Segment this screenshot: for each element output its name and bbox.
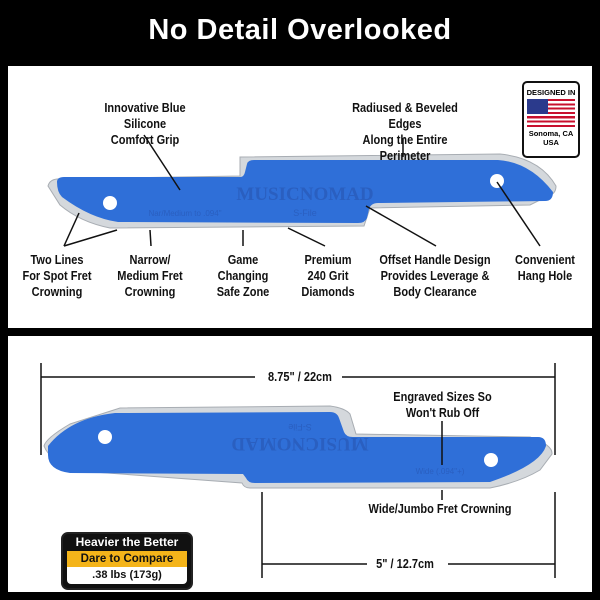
label-text: Offset Handle Design Provides Leverage &… (379, 253, 491, 299)
engraving-model: S-File (288, 422, 312, 432)
fret-file-bottom: MUSICNOMAD S-File Wide (.094"+) (43, 405, 553, 489)
wide-jumbo-label: Wide/Jumbo Fret Crowning (368, 502, 512, 516)
engraving-size: Wide (.094"+) (416, 467, 465, 476)
badge-location-text: Sonoma, CA USA (528, 129, 574, 147)
dimension-lines (40, 363, 556, 578)
total-length-label: 8.75" / 22cm (268, 370, 332, 384)
engraving-size: Nar/Medium to .094" (148, 209, 221, 218)
engraving-brand: MUSICNOMAD (231, 433, 368, 454)
label-text: Narrow/ Medium Fret Crowning (117, 253, 183, 299)
badge-top-text: DESIGNED IN (526, 88, 576, 97)
blue-grip (48, 412, 546, 483)
designed-in-usa-badge: DESIGNED IN Sonoma, CA USA (522, 81, 580, 158)
weight-badge-tagline: Dare to Compare (67, 551, 187, 567)
page-title: No Detail Overlooked (148, 14, 452, 46)
blue-grip (57, 160, 553, 223)
label-narrow: Narrow/ Medium Fret Crowning (110, 252, 189, 300)
weight-badge-heading: Heavier the Better (75, 535, 179, 549)
label-grip: Innovative Blue Silicone Comfort Grip (83, 100, 206, 148)
us-flag-icon (527, 99, 575, 127)
hang-hole (103, 196, 117, 210)
label-premium: Premium 240 Grit Diamonds (293, 252, 363, 300)
label-text: Game Changing Safe Zone (216, 253, 270, 299)
hang-hole (484, 453, 498, 467)
engraved-sizes-label: Engraved Sizes So Won't Rub Off (383, 389, 502, 421)
callout-lines (63, 134, 541, 247)
label-text: Radiused & Beveled Edges Along the Entir… (352, 101, 458, 163)
handle-length-label: 5" / 12.7cm (376, 557, 434, 571)
label-two-lines: Two Lines For Spot Fret Crowning (17, 252, 96, 300)
label-hang-hole: Convenient Hang Hole (510, 252, 580, 284)
weight-value: .38 lbs (173g) (67, 567, 187, 584)
label-safe-zone: Game Changing Safe Zone (208, 252, 278, 300)
label-edges: Radiused & Beveled Edges Along the Entir… (339, 100, 471, 164)
label-text: Convenient Hang Hole (515, 253, 575, 283)
engraving-model: S-File (293, 208, 317, 218)
label-offset: Offset Handle Design Provides Leverage &… (378, 252, 492, 300)
engraving-brand: MUSICNOMAD (236, 184, 373, 205)
label-text: Premium 240 Grit Diamonds (301, 253, 355, 299)
fret-file-top: MUSICNOMAD S-File Nar/Medium to .094" (47, 153, 557, 229)
label-text: Innovative Blue Silicone Comfort Grip (104, 101, 186, 147)
weight-badge: Heavier the Better Dare to Compare .38 l… (61, 532, 193, 590)
label-text: Two Lines For Spot Fret Crowning (22, 253, 92, 299)
hang-hole (98, 430, 112, 444)
label-text: Engraved Sizes So Won't Rub Off (393, 390, 492, 420)
hang-hole (490, 174, 504, 188)
